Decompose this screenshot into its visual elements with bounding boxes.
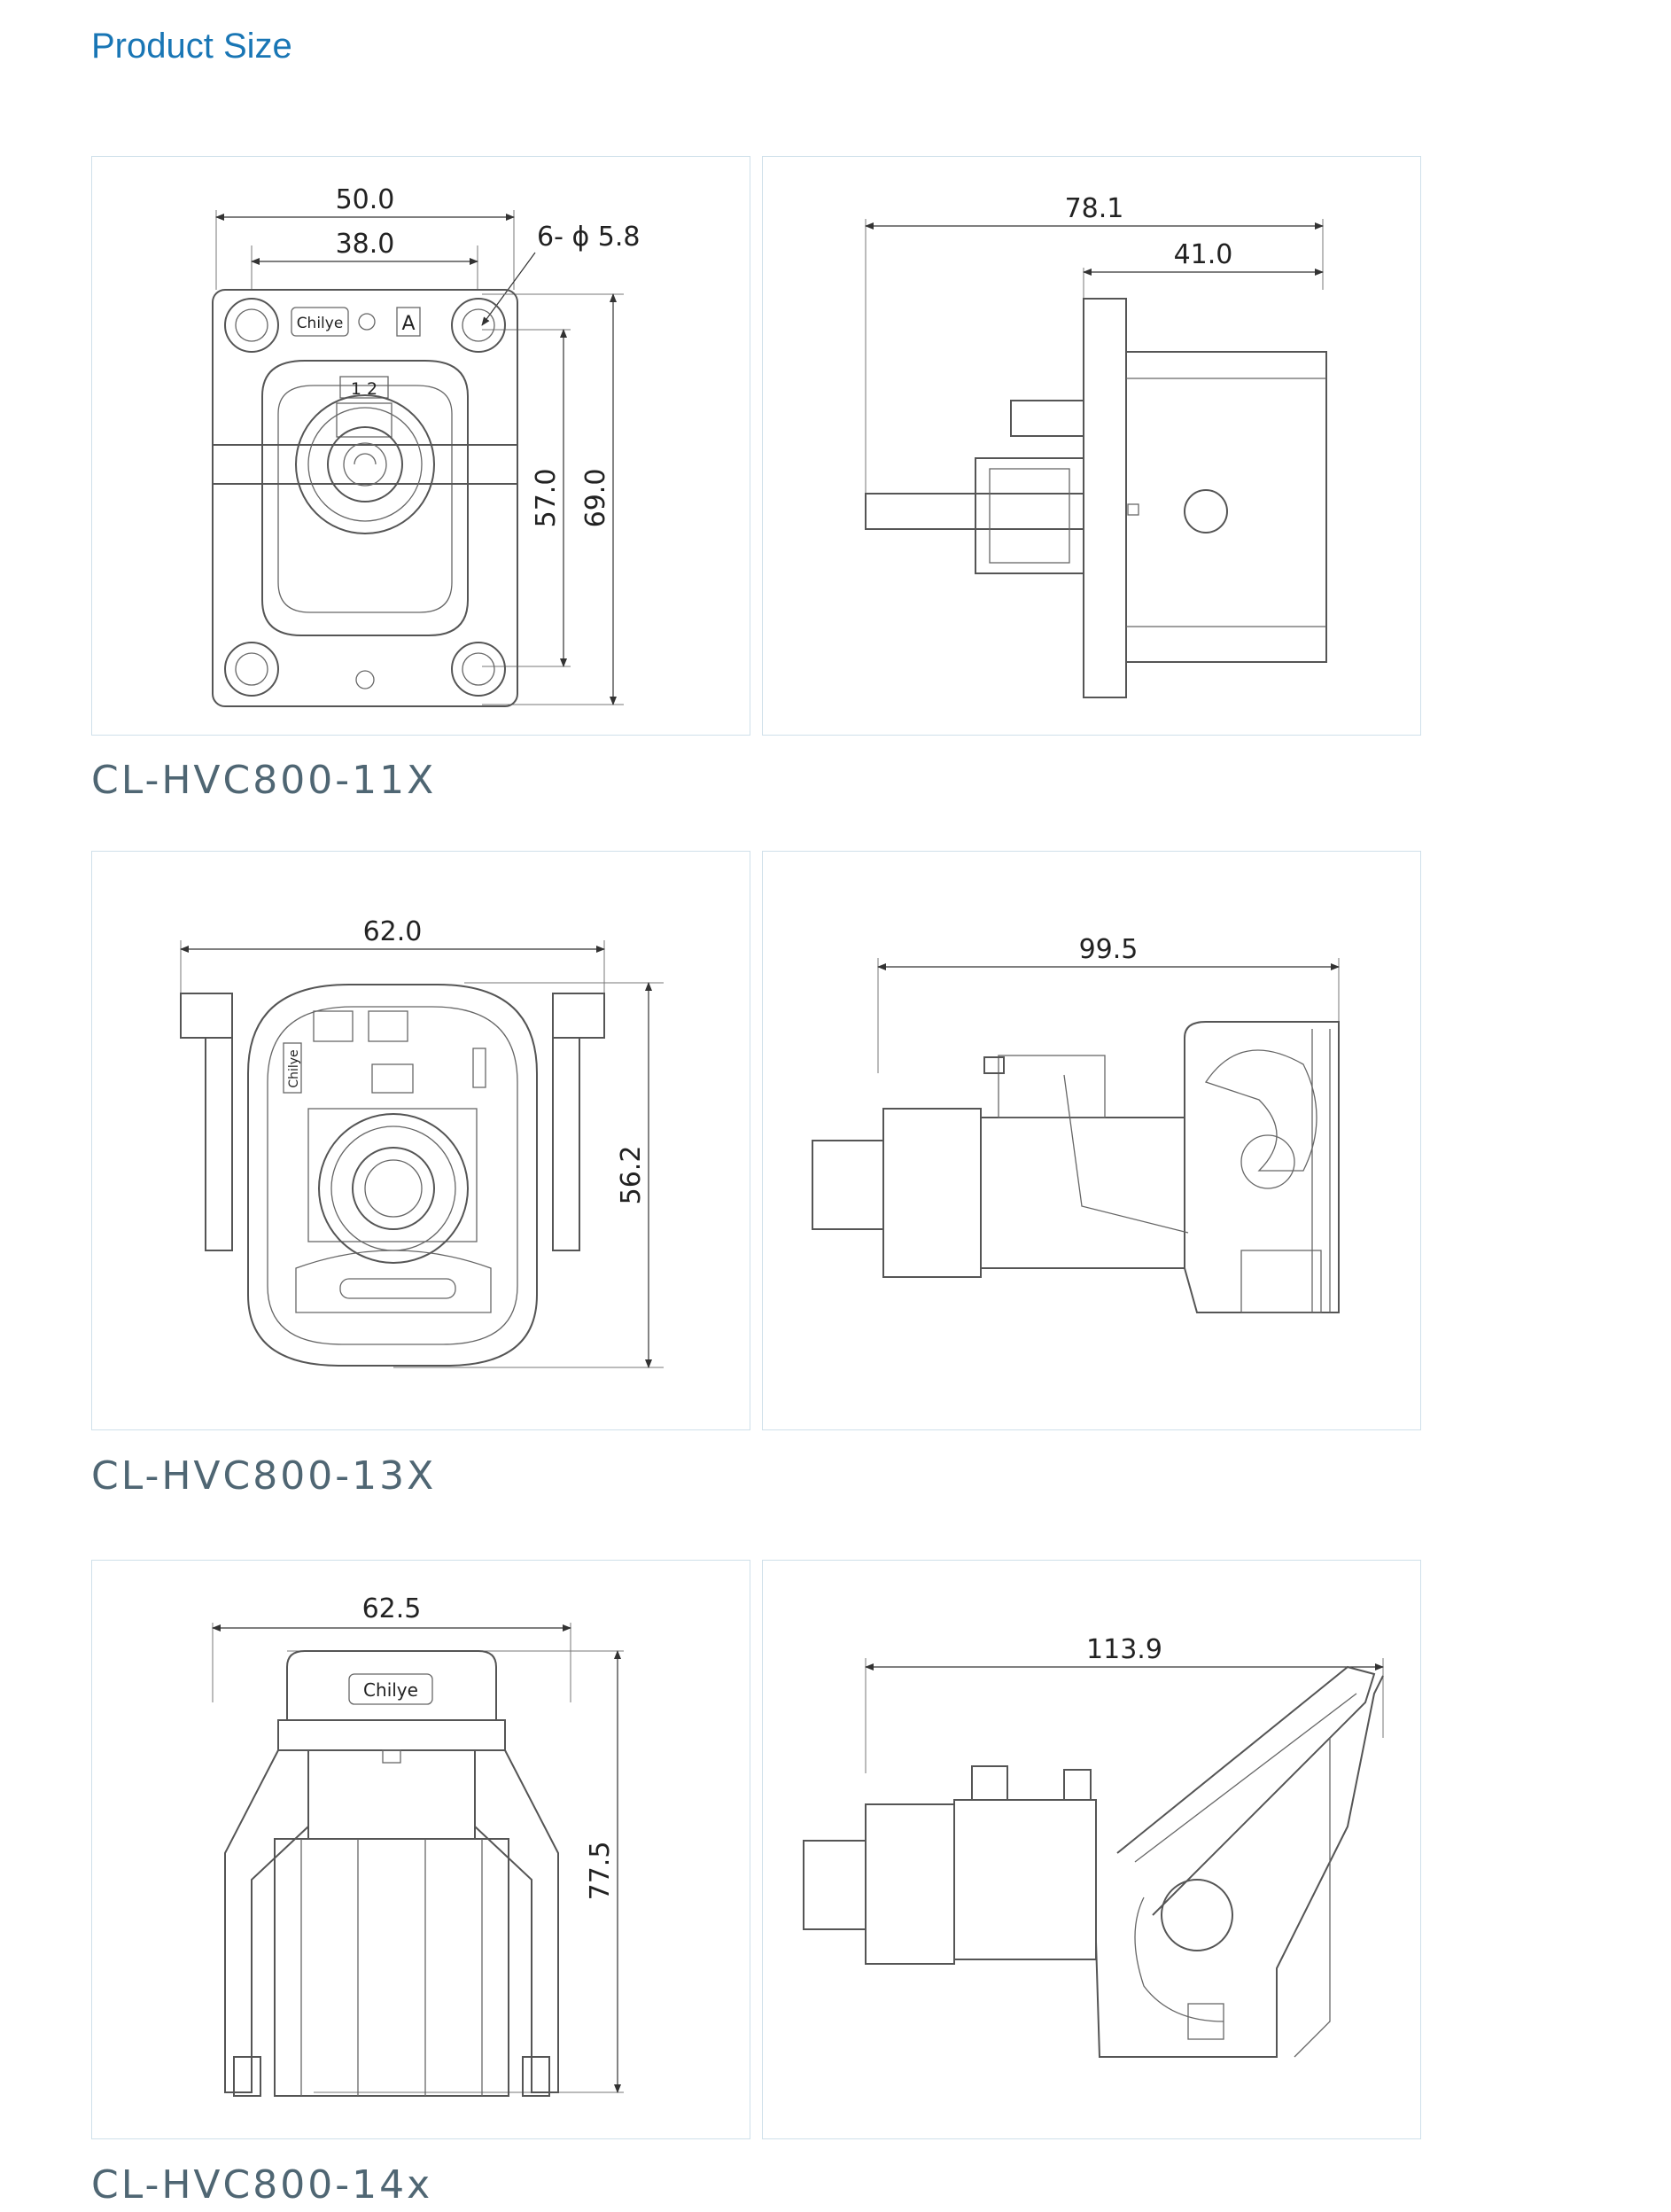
model-name-11x: CL-HVC800-11X xyxy=(91,758,437,803)
logo-chilye-13x: Chilye xyxy=(287,1049,301,1087)
side-view-drawing-13x: 99.5 xyxy=(812,934,1340,1313)
dim-length-total-14x: 113.9 xyxy=(1086,1634,1162,1665)
front-view-drawing-11x: 50.0 38.0 6- ϕ 5.8 57.0 69.0 Chilye A 1 … xyxy=(212,184,640,707)
dim-width-14x: 62.5 xyxy=(362,1593,422,1624)
side-view-panel-13x: 99.5 xyxy=(762,851,1421,1430)
front-view-panel-13x: 62.0 56.2 Chilye xyxy=(91,851,750,1430)
page-title: Product Size xyxy=(91,27,292,66)
front-view-panel-11x: 50.0 38.0 6- ϕ 5.8 57.0 69.0 Chilye A 1 … xyxy=(91,156,750,736)
dim-width-outer: 50.0 xyxy=(336,184,395,215)
front-view-drawing-13x: 62.0 56.2 Chilye xyxy=(180,916,664,1368)
dim-height-inner: 57.0 xyxy=(531,469,562,528)
front-view-panel-14x: 62.5 77.5 Chilye xyxy=(91,1560,750,2139)
dim-length-part: 41.0 xyxy=(1174,239,1233,270)
logo-chilye-14x: Chilye xyxy=(363,1679,418,1701)
side-view-drawing-11x: 78.1 41.0 xyxy=(865,193,1327,698)
model-name-13x: CL-HVC800-13X xyxy=(91,1453,437,1499)
side-view-panel-14x: 113.9 xyxy=(762,1560,1421,2139)
dim-width: 62.0 xyxy=(363,916,423,947)
side-view-panel-11x: 78.1 41.0 xyxy=(762,156,1421,736)
dim-height-outer: 69.0 xyxy=(580,469,611,528)
dim-hole-note: 6- ϕ 5.8 xyxy=(537,222,640,253)
model-name-14x: CL-HVC800-14x xyxy=(91,2162,433,2208)
front-view-drawing-14x: 62.5 77.5 Chilye xyxy=(212,1593,624,2097)
pin-numbers: 1 2 xyxy=(351,379,377,399)
dim-length-total: 78.1 xyxy=(1065,193,1124,224)
mark-a: A xyxy=(401,313,415,335)
dim-height: 56.2 xyxy=(616,1146,647,1205)
logo-chilye: Chilye xyxy=(297,315,344,332)
dim-length-total-13x: 99.5 xyxy=(1079,934,1139,965)
dim-width-inner: 38.0 xyxy=(336,229,395,260)
side-view-drawing-14x: 113.9 xyxy=(803,1634,1384,2058)
dim-height-14x: 77.5 xyxy=(585,1842,616,1901)
